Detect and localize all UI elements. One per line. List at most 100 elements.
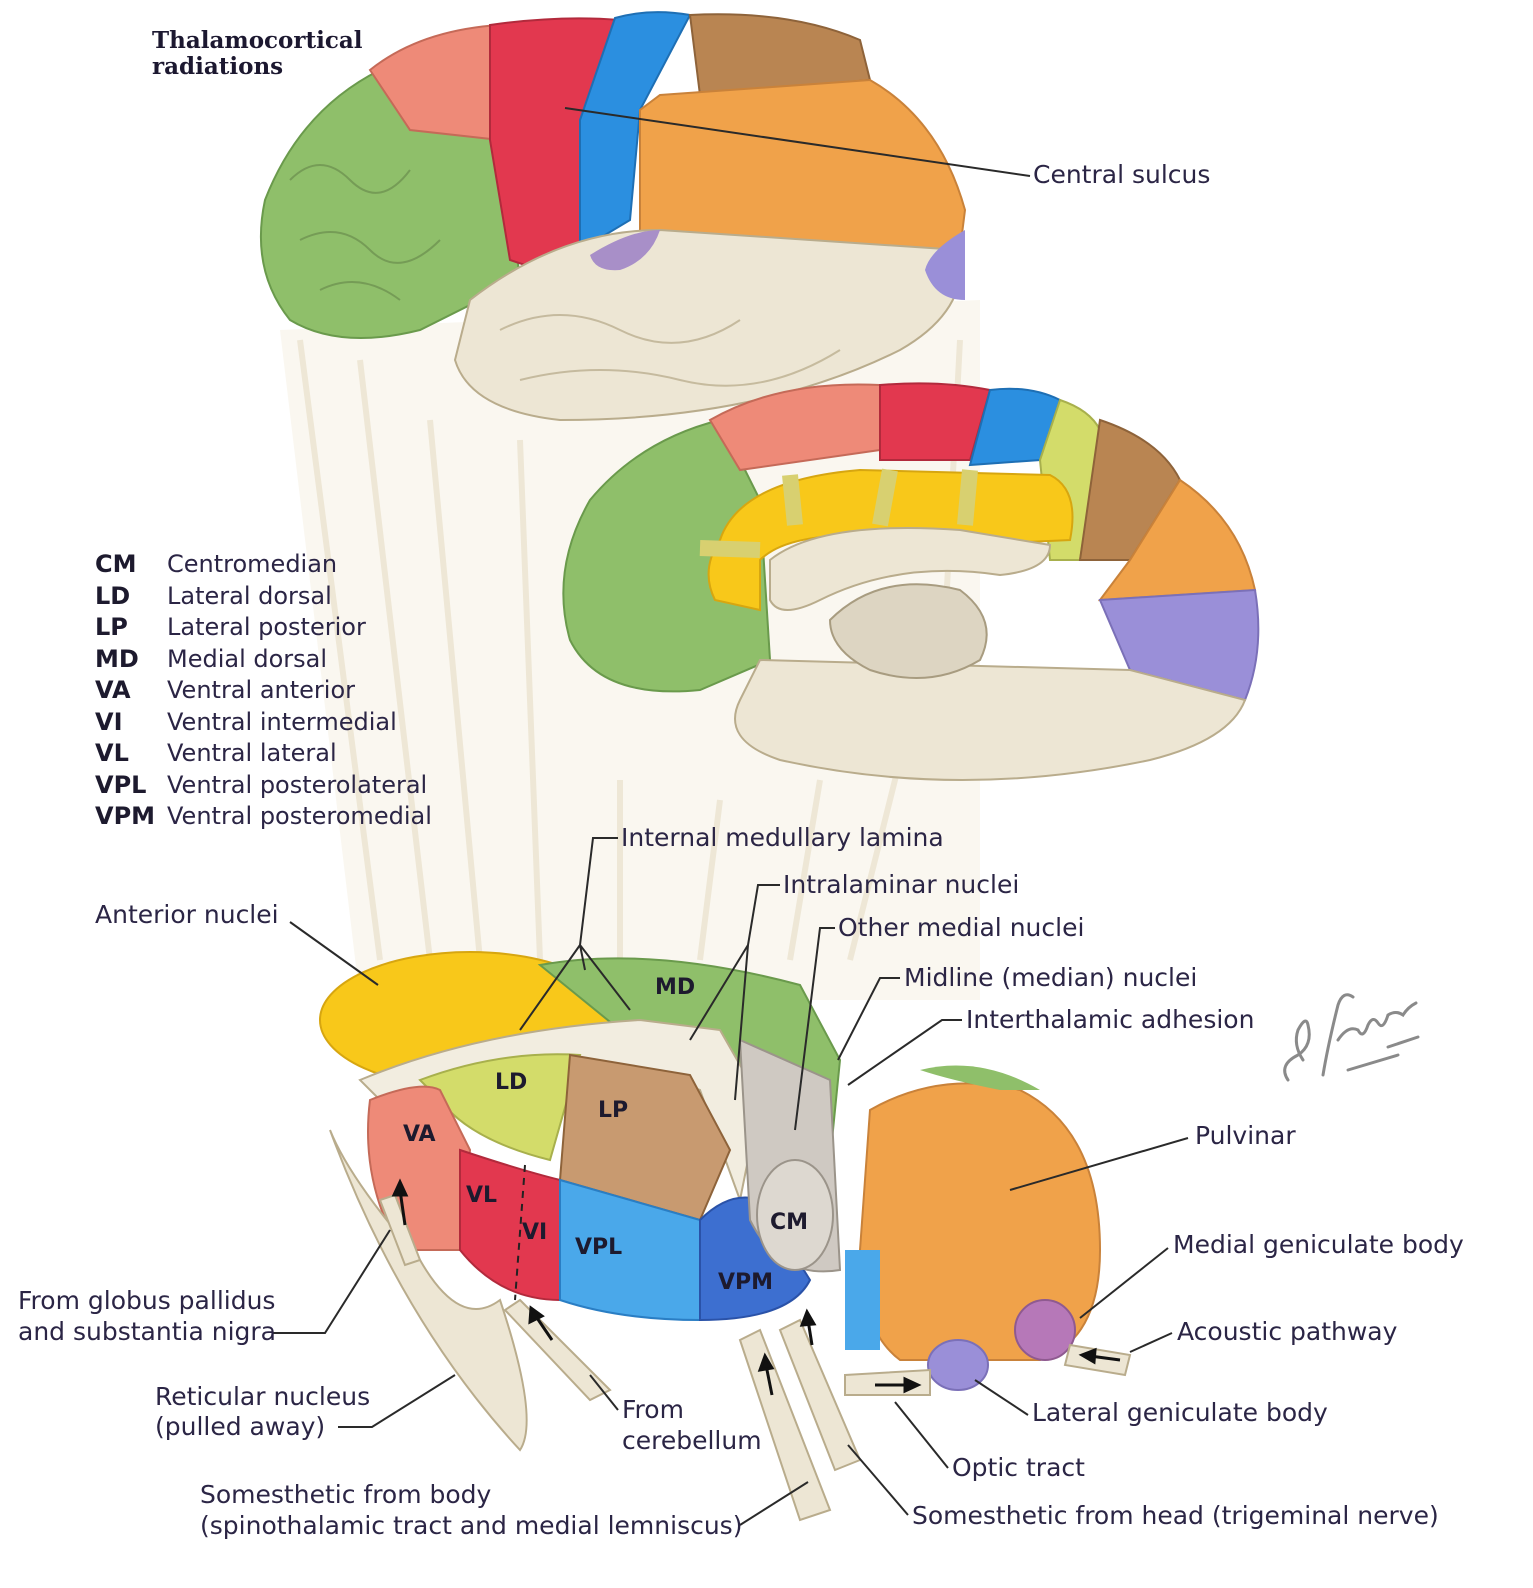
label-reticular-line2: (pulled away) xyxy=(155,1412,326,1441)
key-row: VL Ventral lateral xyxy=(95,739,432,771)
label-somesthetic-head: Somesthetic from head (trigeminal nerve) xyxy=(912,1501,1439,1530)
label-somesthetic-body-line1: Somesthetic from body xyxy=(200,1480,492,1509)
leader-reticular xyxy=(338,1374,456,1428)
body-somesthetic-fiber xyxy=(738,1328,832,1522)
key-abbr: LP xyxy=(95,613,128,641)
title-line-1: Thalamocortical xyxy=(152,27,363,54)
cortex-sensory-blue xyxy=(579,11,692,252)
gp-fiber xyxy=(378,1193,422,1267)
nucleus-cm: CM xyxy=(770,1210,809,1235)
label-lateral-geniculate-body: Lateral geniculate body xyxy=(1032,1398,1328,1427)
pulvinar-blue-strip xyxy=(845,1250,880,1350)
medial-temporal-beige xyxy=(734,658,1247,781)
figure-title: Thalamocortical radiations xyxy=(152,28,363,80)
leader-internal-lamina xyxy=(519,837,631,1031)
leader-acoustic xyxy=(1129,1332,1173,1353)
key-row: LD Lateral dorsal xyxy=(95,582,432,614)
nucleus-vi: VI xyxy=(522,1220,548,1245)
netter-signature xyxy=(1283,993,1420,1082)
key-name: Ventral posterolateral xyxy=(167,770,428,799)
leader-optic xyxy=(894,1401,949,1469)
leader-lines xyxy=(272,107,1189,1526)
label-pulvinar: Pulvinar xyxy=(1195,1121,1296,1150)
leader-lgb xyxy=(974,1379,1029,1416)
leader-som-head xyxy=(847,1444,909,1516)
cortex-temporal-beige xyxy=(453,228,963,422)
nucleus-ld: LD xyxy=(495,1070,528,1095)
key-name: Ventral lateral xyxy=(167,739,337,767)
thalamus-medial-surface xyxy=(828,583,988,679)
key-abbr: VA xyxy=(95,676,131,704)
optic-tract-shape xyxy=(844,1368,931,1396)
label-cerebellum-line1: From xyxy=(622,1395,684,1424)
label-reticular-line1: Reticular nucleus xyxy=(155,1382,371,1411)
leader-central-sulcus xyxy=(564,107,1031,177)
mgb-shape xyxy=(1014,1299,1076,1361)
key-abbr: CM xyxy=(95,550,137,578)
nucleus-md: MD xyxy=(655,975,696,1000)
key-row: VPM Ventral posteromedial xyxy=(95,802,432,834)
pulvinar-top-green xyxy=(920,1065,1040,1090)
label-intralaminar-nuclei: Intralaminar nuclei xyxy=(783,870,1020,899)
leader-mgb xyxy=(1079,1247,1169,1319)
leader-cerebellum xyxy=(589,1374,619,1411)
key-abbr: VPL xyxy=(95,770,147,799)
key-name: Centromedian xyxy=(167,550,338,578)
leader-intralaminar xyxy=(689,884,780,1101)
label-central-sulcus: Central sulcus xyxy=(1033,160,1211,189)
label-cerebellum-line2: cerebellum xyxy=(622,1426,762,1455)
thalamus-3d xyxy=(319,951,1132,1522)
label-somesthetic-body-line2: (spinothalamic tract and medial lemniscu… xyxy=(200,1511,743,1540)
lateral-cortex-view xyxy=(259,11,967,422)
label-globus-pallidus-line2: and substantia nigra xyxy=(18,1317,276,1346)
key-name: Ventral posteromedial xyxy=(167,802,432,830)
vpm-shape xyxy=(699,1196,812,1322)
label-interthalamic-adhesion: Interthalamic adhesion xyxy=(966,1005,1255,1034)
label-optic-tract: Optic tract xyxy=(952,1453,1085,1482)
nucleus-vpl: VPL xyxy=(575,1235,623,1260)
key-abbr: LD xyxy=(95,581,131,610)
label-medial-geniculate-body: Medial geniculate body xyxy=(1173,1230,1464,1259)
vi-dashed-boundary xyxy=(514,1164,526,1301)
nucleus-vpm: VPM xyxy=(718,1270,774,1295)
title-line-2: radiations xyxy=(152,53,284,80)
label-globus-pallidus-line1: From globus pallidus xyxy=(18,1286,276,1315)
cortex-auditory-purple xyxy=(590,230,660,271)
key-name: Lateral posterior xyxy=(167,613,366,641)
abbreviation-key: CM Centromedian LD Lateral dorsal LP Latera… xyxy=(95,550,432,834)
acoustic-pathway-shape xyxy=(1063,1343,1132,1377)
leader-other-medial xyxy=(794,927,835,1131)
lp-shape xyxy=(558,1053,732,1222)
nucleus-vl: VL xyxy=(466,1183,498,1208)
label-midline-nuclei: Midline (median) nuclei xyxy=(904,963,1198,992)
key-name: Lateral dorsal xyxy=(167,581,332,610)
label-other-medial-nuclei: Other medial nuclei xyxy=(838,913,1085,942)
cortex-parietal-orange xyxy=(639,78,967,252)
medial-frontal-green xyxy=(562,418,772,693)
key-abbr: VL xyxy=(95,739,129,767)
cortex-occipital-purple xyxy=(925,230,965,300)
leader-pulvinar xyxy=(1009,1137,1189,1191)
key-row: VA Ventral anterior xyxy=(95,676,432,708)
label-acoustic-pathway: Acoustic pathway xyxy=(1177,1317,1398,1346)
key-row: CM Centromedian xyxy=(95,550,432,582)
leader-interthalamic xyxy=(847,1019,962,1086)
cerebellar-fiber xyxy=(503,1298,612,1402)
corpus-callosum xyxy=(769,527,1052,611)
key-name: Medial dorsal xyxy=(167,644,328,673)
nucleus-lp: LP xyxy=(598,1098,629,1123)
label-anterior-nuclei: Anterior nuclei xyxy=(95,900,279,929)
key-name: Ventral anterior xyxy=(167,676,355,704)
key-name: Ventral intermedial xyxy=(167,707,397,736)
lgb-shape xyxy=(927,1339,989,1391)
key-abbr: VPM xyxy=(95,802,156,830)
nucleus-va: VA xyxy=(403,1122,436,1147)
leader-globus xyxy=(272,1229,391,1334)
label-internal-medullary-lamina: Internal medullary lamina xyxy=(621,823,944,852)
cm-shape xyxy=(756,1159,834,1271)
leader-som-body xyxy=(739,1481,809,1526)
medial-cortex-view xyxy=(562,382,1260,781)
